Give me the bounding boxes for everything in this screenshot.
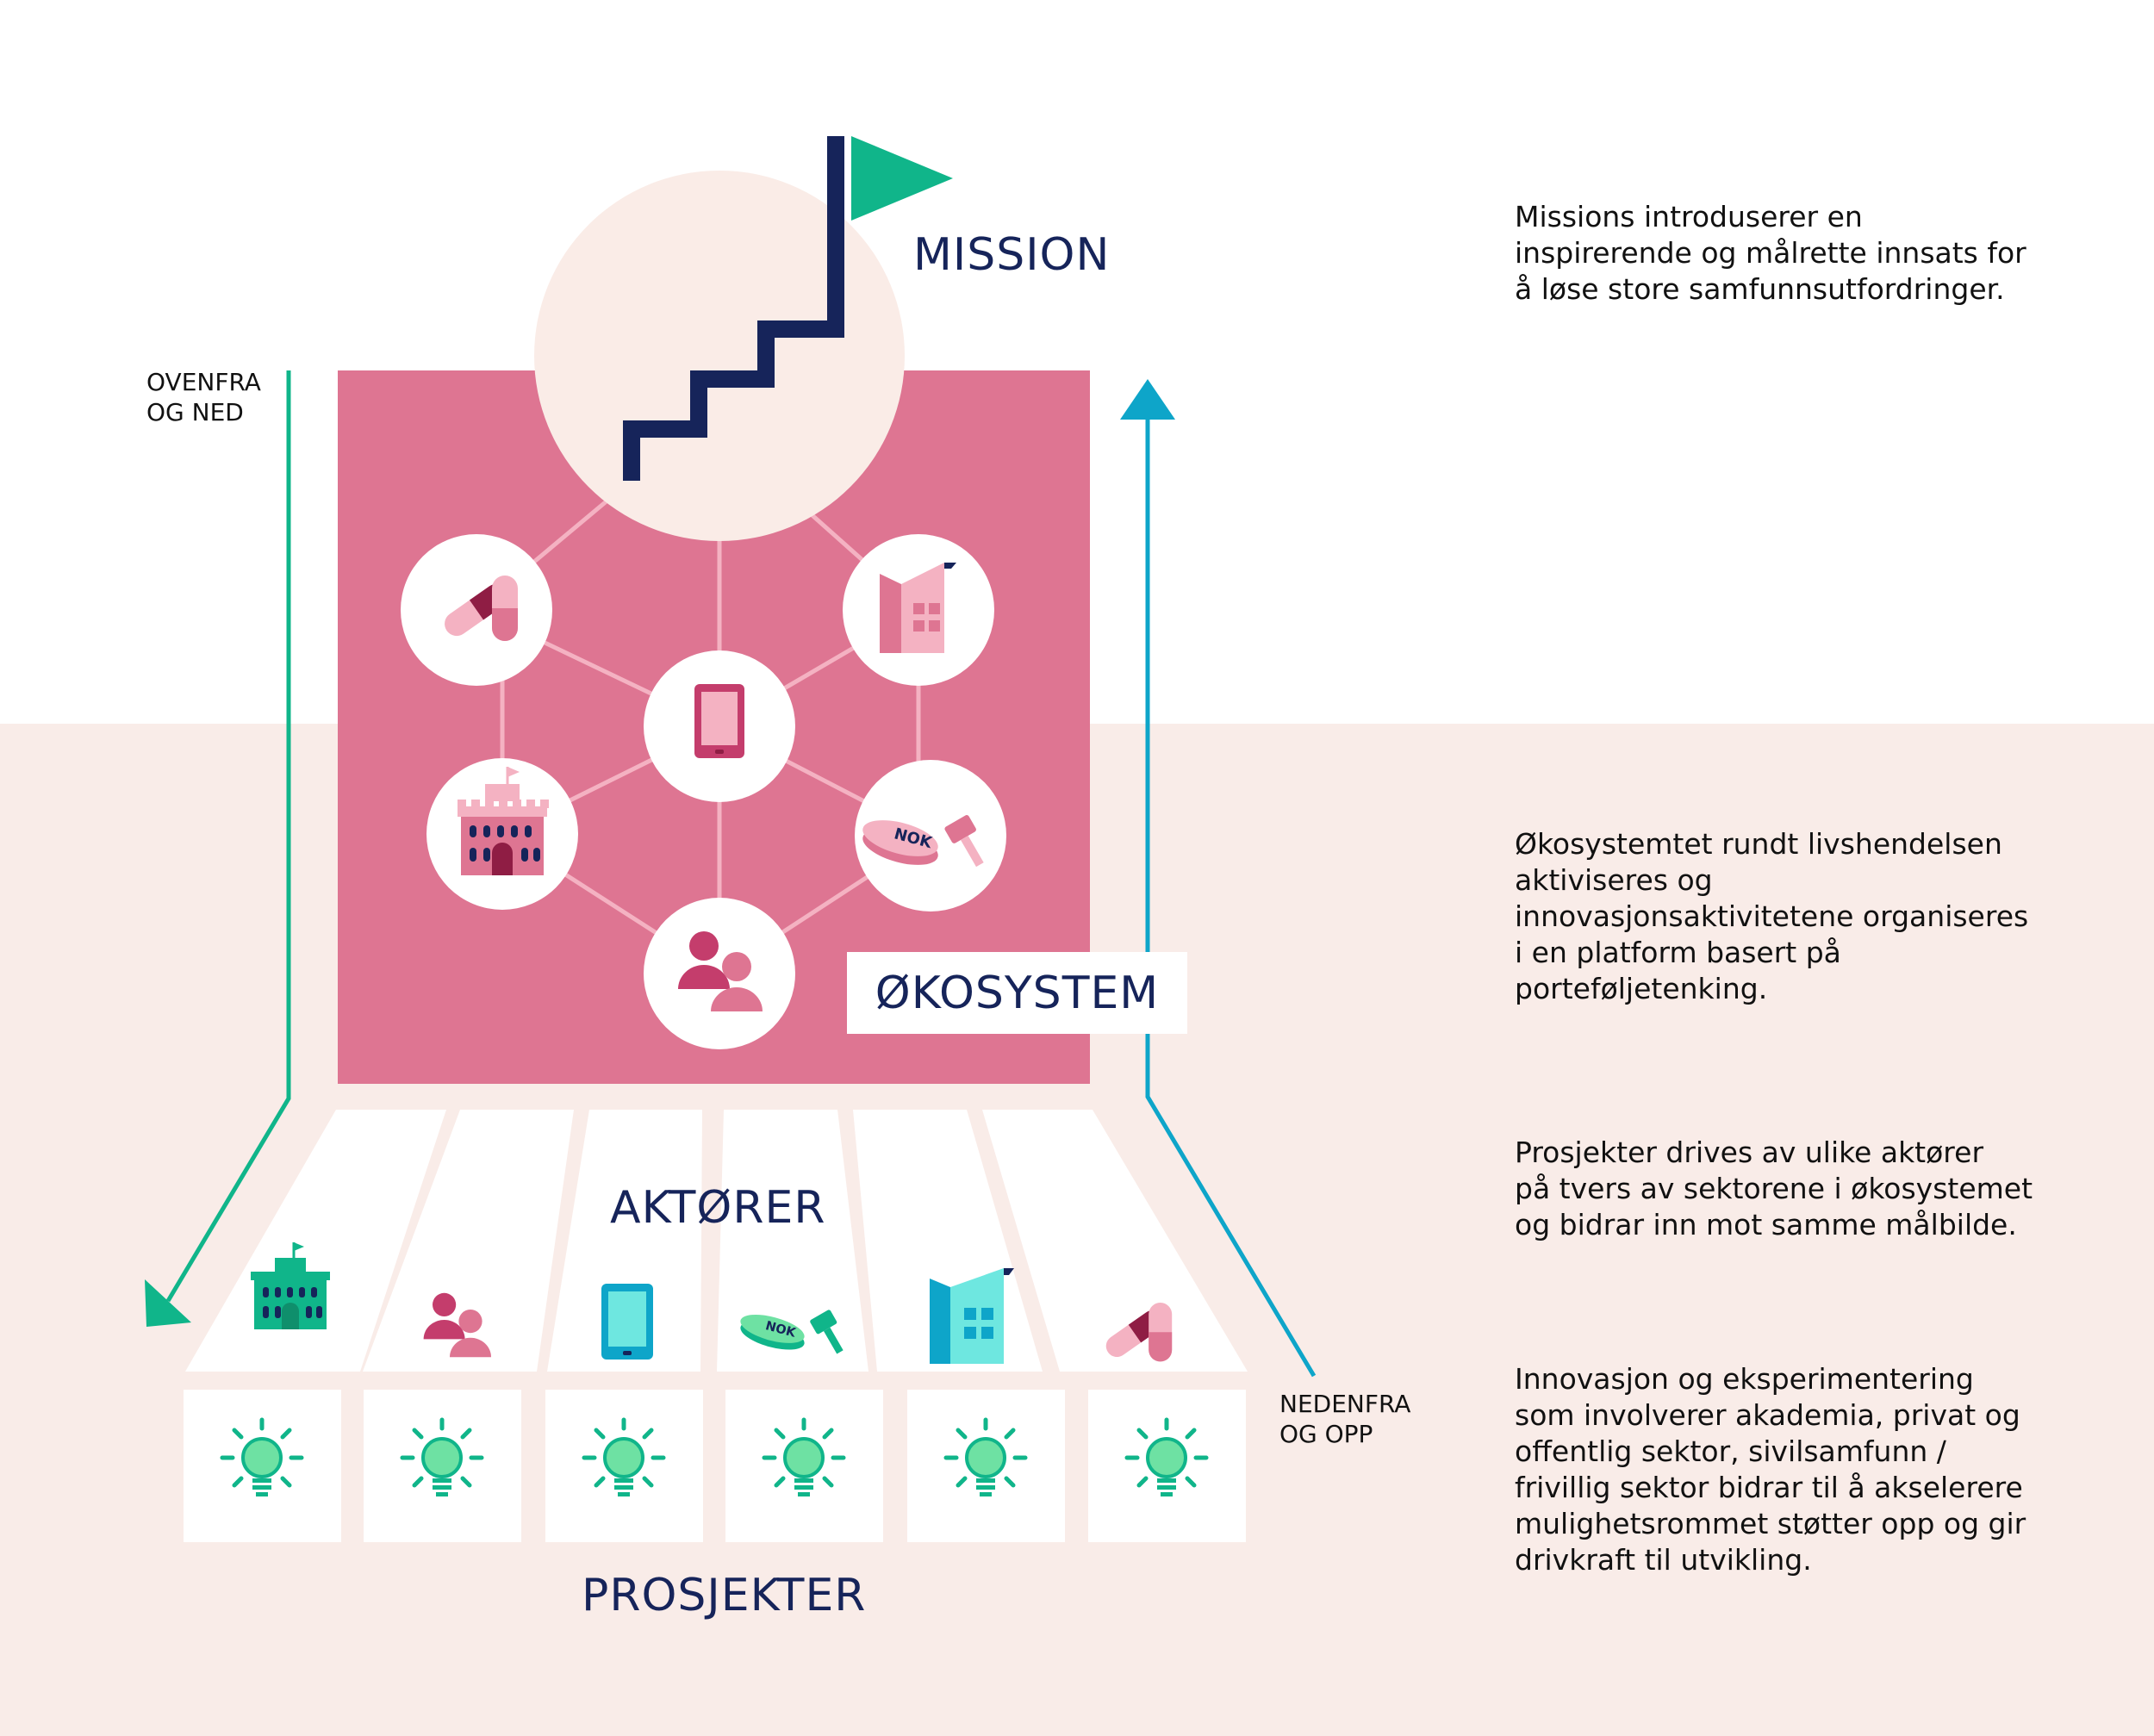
okosystem-description: Økosystemtet rundt livshendelsen aktivis… bbox=[1515, 827, 2029, 1005]
bottom-up-arrow bbox=[1120, 379, 1317, 1378]
mission-title: MISSION bbox=[913, 229, 1111, 281]
staircase-icon bbox=[623, 136, 844, 481]
prosjekter-description: Innovasjon og eksperimentering som invol… bbox=[1515, 1362, 2026, 1577]
actor-office bbox=[930, 1268, 1014, 1364]
okosystem-title: ØKOSYSTEM bbox=[875, 967, 1160, 1019]
bottom-up-label: NEDENFRA OG OPP bbox=[1279, 1390, 1411, 1448]
ecosystem-nodes bbox=[401, 534, 1006, 1049]
prosjekter-title: PROSJEKTER bbox=[582, 1570, 867, 1621]
mission-description: Missions introduserer en inspirerende og… bbox=[1515, 200, 2026, 306]
actor-pill bbox=[1105, 1303, 1173, 1362]
top-down-label: OVENFRA OG NED bbox=[146, 368, 261, 426]
flag-icon bbox=[851, 136, 953, 221]
actor-tablet bbox=[601, 1284, 653, 1360]
actor-people bbox=[423, 1292, 491, 1358]
aktorer-title: AKTØRER bbox=[610, 1182, 826, 1234]
okosystem-label-box: ØKOSYSTEM bbox=[847, 952, 1187, 1034]
actor-coins: NOK bbox=[740, 1310, 844, 1354]
mission-circle bbox=[534, 171, 905, 541]
actor-government bbox=[251, 1242, 330, 1329]
aktorer-description: Prosjekter drives av ulike aktører på tv… bbox=[1515, 1136, 2033, 1241]
actor-columns bbox=[185, 1110, 1248, 1372]
top-down-arrow bbox=[145, 370, 291, 1327]
actor-icons: NOK bbox=[251, 1242, 1173, 1364]
project-boxes bbox=[184, 1390, 1246, 1542]
